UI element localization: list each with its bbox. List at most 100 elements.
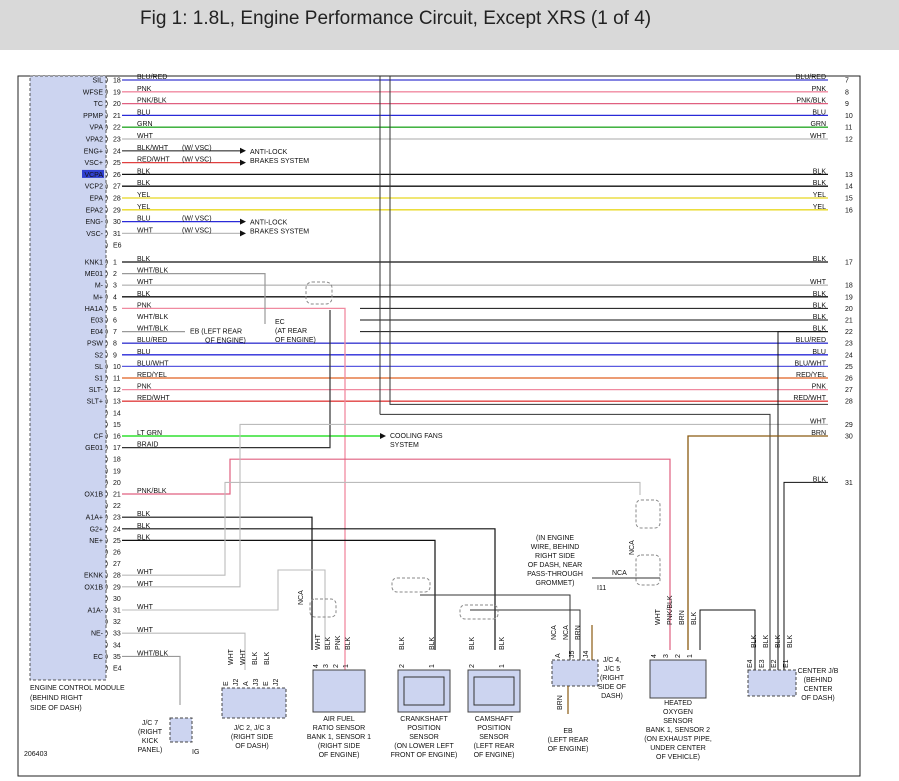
pin-bracket bbox=[105, 513, 108, 521]
wire-color-label: BLK bbox=[137, 180, 151, 187]
pin-bracket bbox=[105, 171, 108, 178]
ckp-sensor-label: POSITION bbox=[407, 725, 440, 732]
pin-number: 25 bbox=[113, 160, 121, 167]
cjb-pin: E4 bbox=[747, 659, 754, 668]
pin-number: 3 bbox=[113, 283, 117, 290]
pin-number: 23 bbox=[113, 137, 121, 144]
ground-ec-label: EC bbox=[275, 319, 285, 326]
jc23-pin: A bbox=[243, 681, 250, 686]
pin-number: 25 bbox=[113, 538, 121, 545]
arrow bbox=[240, 218, 246, 225]
wire-color-label: WHT/BLK bbox=[137, 268, 168, 275]
abs-label-2: BRAKES SYSTEM bbox=[250, 229, 309, 236]
pin-bracket bbox=[105, 583, 108, 591]
pin-bracket bbox=[105, 374, 108, 382]
wire-note: (W/ VSC) bbox=[182, 216, 212, 223]
pin-number: E6 bbox=[113, 243, 122, 250]
ecm-signal-label: GE01 bbox=[85, 445, 103, 452]
pin-bracket bbox=[105, 182, 108, 190]
jc7-label: KICK bbox=[142, 738, 159, 745]
figure-title: Fig 1: 1.8L, Engine Performance Circuit,… bbox=[140, 8, 652, 29]
wire-color-label: GRN bbox=[137, 121, 153, 128]
pin-bracket bbox=[105, 159, 108, 166]
wire-color-label: WHT bbox=[137, 227, 154, 234]
connector-number: 15 bbox=[845, 196, 853, 203]
ho2-sensor-label: SENSOR bbox=[663, 718, 693, 725]
pin-number: 29 bbox=[113, 207, 121, 214]
wire bbox=[389, 76, 828, 405]
pin-number: 22 bbox=[113, 125, 121, 132]
abs-label-2: ANTI-LOCK bbox=[250, 220, 288, 227]
right-wire-color: WHT bbox=[810, 418, 827, 425]
engine-wire-note: (IN ENGINE bbox=[536, 535, 574, 542]
wire bbox=[783, 481, 828, 670]
cmp-coil bbox=[473, 676, 515, 706]
ecm-signal-label: S1 bbox=[94, 376, 103, 383]
ecm-signal-label: EPA bbox=[90, 196, 104, 203]
jc45-wire-color: NCA bbox=[551, 625, 558, 640]
pin-bracket bbox=[105, 194, 108, 202]
right-wire-color: GRN bbox=[810, 121, 826, 128]
shield bbox=[305, 281, 333, 305]
ecm-signal-label: OX1B bbox=[84, 492, 103, 499]
right-wire-color: RED/YEL bbox=[796, 372, 826, 379]
shield bbox=[635, 554, 661, 586]
wire bbox=[122, 528, 496, 650]
connector-number: 11 bbox=[845, 125, 852, 132]
ecm-signal-label: WFSE bbox=[83, 89, 104, 96]
wire bbox=[122, 481, 641, 576]
cmp-sensor-label: POSITION bbox=[477, 725, 510, 732]
wire-color-label: WHT bbox=[137, 581, 154, 588]
connector-number: 23 bbox=[845, 341, 853, 348]
pin-bracket bbox=[105, 421, 108, 428]
pin-bracket bbox=[105, 595, 108, 602]
right-wire-color: BLK bbox=[813, 326, 827, 333]
ecm-signal-label: EC bbox=[93, 654, 103, 661]
jc7-label: PANEL) bbox=[138, 747, 163, 754]
connector-number: 18 bbox=[845, 283, 853, 290]
wire bbox=[687, 435, 828, 650]
pin-bracket bbox=[105, 490, 108, 498]
af-wire-color: PNK bbox=[335, 635, 342, 650]
jc23-pin: E bbox=[223, 681, 230, 686]
pin-bracket bbox=[105, 241, 108, 249]
pin-number: 23 bbox=[113, 515, 121, 522]
ecm-signal-label: E04 bbox=[91, 329, 104, 336]
connector-number: 7 bbox=[845, 78, 849, 85]
ho2-sensor-label: OF VEHICLE) bbox=[656, 754, 700, 761]
wire bbox=[470, 609, 581, 670]
right-wire-color: BLK bbox=[813, 476, 827, 483]
wire-color-label: BLU/WHT bbox=[137, 360, 169, 367]
ho2-pin: 2 bbox=[675, 654, 682, 658]
af-pin: 4 bbox=[313, 664, 320, 668]
connector-number: 29 bbox=[845, 422, 853, 429]
jc23-label: OF DASH) bbox=[235, 743, 268, 750]
wire bbox=[777, 331, 828, 670]
right-wire-color: BLK bbox=[813, 291, 827, 298]
cjb-wire-color: BLK bbox=[763, 634, 770, 648]
ecm-signal-label: A1A- bbox=[87, 608, 103, 615]
pin-number: 24 bbox=[113, 526, 121, 533]
cjb-wire-color: BLK bbox=[751, 634, 758, 648]
wire-color-label: PNK bbox=[137, 86, 152, 93]
wire bbox=[122, 273, 266, 324]
ecm-signal-label: NE- bbox=[91, 631, 104, 638]
jc7-label: J/C 7 bbox=[142, 720, 158, 727]
jc45-pin: J4 bbox=[583, 651, 590, 659]
af-wire-color: WHT bbox=[315, 633, 322, 650]
jc23-wire-color: BLK bbox=[264, 651, 271, 665]
ecm-signal-label: M- bbox=[95, 283, 104, 290]
ckp-sensor-label: SENSOR bbox=[409, 734, 439, 741]
af-wire-color: BLK bbox=[325, 636, 332, 650]
abs-label-1: BRAKES SYSTEM bbox=[250, 158, 309, 165]
ecm-signal-label: SL bbox=[94, 364, 103, 371]
ho2-sensor-label: (ON EXHAUST PIPE, bbox=[644, 736, 712, 743]
cmp-wire-color: BLK bbox=[469, 636, 476, 650]
pin-number: 32 bbox=[113, 619, 121, 626]
ho2-wire-color: PNK/BLK bbox=[667, 595, 674, 625]
wire-color-label: PNK bbox=[137, 302, 152, 309]
engine-wire-note: OF DASH, NEAR bbox=[528, 562, 582, 569]
cjb-wire-color: BLK bbox=[775, 634, 782, 648]
pin-number: 11 bbox=[113, 376, 120, 383]
